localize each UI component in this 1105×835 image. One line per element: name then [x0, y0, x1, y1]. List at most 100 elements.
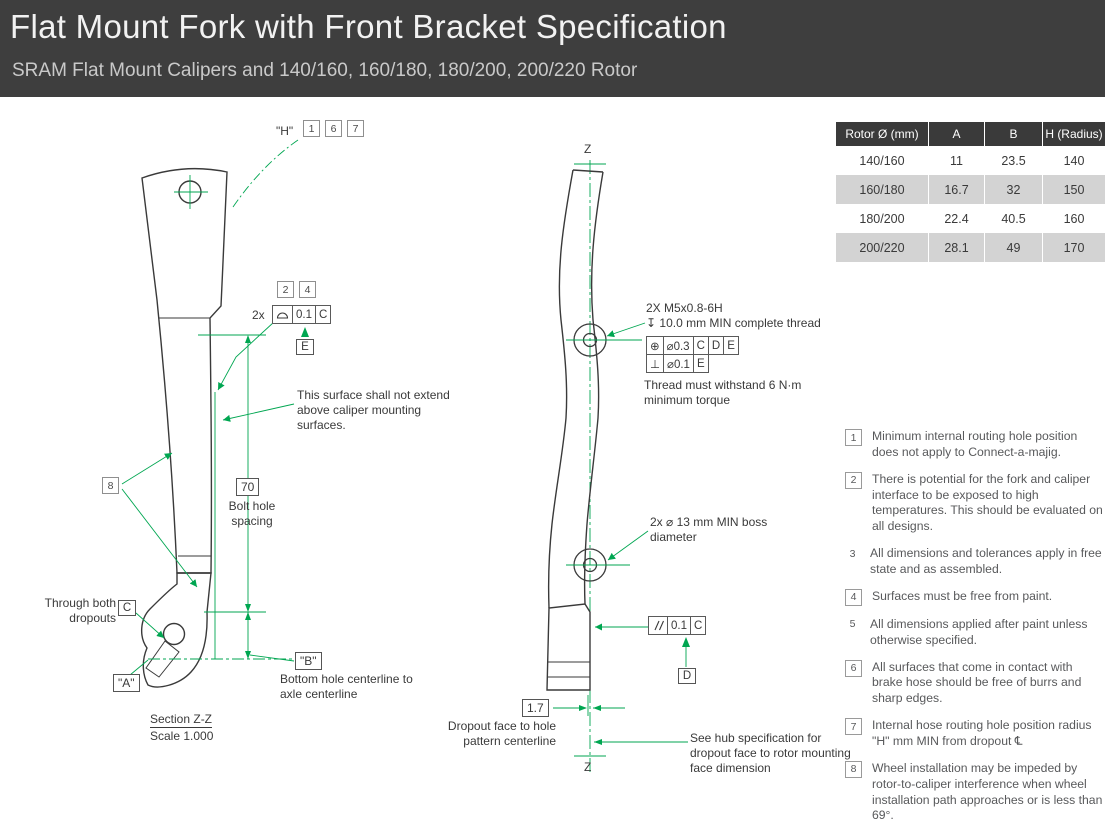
fcf-perpendicularity: ⊥ ⌀0.1 E — [646, 354, 709, 373]
table-row: 140/160 11 23.5 140 — [836, 146, 1105, 175]
datum-a-box: "A" — [113, 674, 140, 692]
boss-note: 2x ⌀ 13 mm MIN boss diameter — [650, 515, 768, 545]
note-item: 4 Surfaces must be free from paint. — [845, 588, 1105, 606]
note-text: Internal hose routing hole position radi… — [872, 718, 1092, 749]
side-fork-view — [546, 160, 607, 772]
bolt-spacing-label: Bolt hole spacing — [228, 499, 276, 529]
note-flag-1: 1 — [303, 120, 320, 137]
datum-b-label: Bottom hole centerline to axle centerlin… — [280, 672, 413, 702]
fcf-position: ⊕ ⌀0.3 C D E — [646, 336, 739, 355]
datum-c: C — [118, 600, 136, 616]
dropout-face-dim: 1.7 — [522, 699, 549, 717]
rotor-table-header-b: B — [985, 122, 1043, 146]
table-cell: 160 — [1063, 211, 1085, 226]
table-cell: 28.1 — [929, 233, 985, 262]
parallelism-symbol — [649, 617, 668, 634]
note-item: 5 All dimensions applied after paint unl… — [845, 617, 1105, 649]
note-text: All surfaces that come in contact with b… — [872, 659, 1082, 706]
note-flag-6: 6 — [325, 120, 342, 137]
table-cell: 180/200 — [836, 204, 929, 233]
section-label: Section Z-Z — [150, 712, 213, 728]
note-text: All dimensions and tolerances apply in f… — [870, 546, 1102, 577]
table-cell: 40.5 — [985, 204, 1043, 233]
dropout-face-dim-label: Dropout face to hole pattern centerline — [447, 719, 556, 749]
note-item: 1 Minimum internal routing hole position… — [845, 429, 1105, 461]
section-z-bottom: Z — [584, 760, 592, 774]
fcf-position-datum-c: C — [694, 337, 709, 354]
left-fork-section-view — [141, 167, 228, 688]
fcf-position-datum-d: D — [709, 337, 725, 354]
hub-spec-note: See hub specification for dropout face t… — [690, 731, 851, 776]
table-cell: 16.7 — [929, 175, 985, 204]
through-dropouts-label: Through both dropouts — [44, 596, 116, 626]
thread-callout-line2: ↧ 10.0 mm MIN complete thread — [646, 316, 821, 330]
torque-note: Thread must withstand 6 N·m minimum torq… — [644, 378, 802, 408]
note-item: 6 All surfaces that come in contact with… — [845, 659, 1105, 708]
perpendicularity-symbol: ⊥ — [647, 355, 665, 372]
fork-blade-section — [141, 167, 228, 574]
notes-list: 1 Minimum internal routing hole position… — [845, 429, 1105, 835]
table-cell: 200/220 — [836, 233, 929, 262]
fcf-parallelism-tolerance: 0.1 — [668, 617, 691, 634]
datum-b-box: "B" — [295, 652, 322, 670]
datum-d: D — [678, 668, 696, 684]
table-cell: 150 — [1063, 182, 1085, 197]
table-row: 180/200 22.4 40.5 160 — [836, 204, 1105, 233]
surface-note: This surface shall not extend above cali… — [297, 388, 450, 433]
note-number: 2 — [845, 471, 862, 489]
fcf-parallelism-datum: C — [694, 619, 703, 632]
note-number: 7 — [845, 718, 862, 736]
rotor-table-header-h: H (Radius) — [1045, 127, 1103, 141]
dropout-section — [141, 572, 212, 688]
table-cell: 140 — [1063, 153, 1085, 168]
datum-e: E — [296, 339, 314, 355]
flag-group-24: 2 4 — [277, 281, 316, 298]
page-title: Flat Mount Fork with Front Bracket Speci… — [10, 8, 727, 45]
table-row: 160/180 16.7 32 150 — [836, 175, 1105, 204]
bolt-spacing-dim: 70 — [236, 478, 260, 496]
fcf-profile-datum: C — [319, 308, 328, 321]
note-number: 8 — [845, 760, 862, 778]
note-number: 5 — [849, 618, 856, 631]
scale-label: Scale 1.000 — [150, 729, 214, 743]
rotor-table: Rotor Ø (mm) A B H (Radius) 140/160 11 2… — [836, 122, 1105, 262]
section-z-top: Z — [584, 142, 592, 156]
note-number: 4 — [845, 588, 862, 606]
table-cell: 11 — [929, 146, 985, 175]
page-header: Flat Mount Fork with Front Bracket Speci… — [0, 0, 1105, 97]
note-flag-8: 8 — [102, 477, 119, 494]
note-flag-2: 2 — [277, 281, 294, 298]
fcf-perp-tolerance: ⌀0.1 — [664, 355, 694, 372]
fcf-profile: 0.1 C — [272, 305, 332, 324]
note-item: 3 All dimensions and tolerances apply in… — [845, 546, 1105, 578]
fcf-position-tolerance: ⌀0.3 — [664, 337, 694, 354]
rotor-table-header-a: A — [929, 122, 985, 146]
fcf-parallelism: 0.1 C — [648, 616, 707, 635]
flag-group-167: 1 6 7 — [303, 120, 364, 137]
dropout-block — [546, 603, 591, 691]
table-cell: 49 — [985, 233, 1043, 262]
table-row: 200/220 28.1 49 170 — [836, 233, 1105, 262]
note-item: 2 There is potential for the fork and ca… — [845, 471, 1105, 535]
note-text: Minimum internal routing hole position d… — [872, 429, 1078, 459]
fcf-profile-tolerance: 0.1 — [293, 306, 316, 323]
note-text: Wheel installation may be impeded by rot… — [872, 760, 1103, 823]
page-subtitle: SRAM Flat Mount Calipers and 140/160, 16… — [12, 60, 638, 81]
note-item: 8 Wheel installation may be impeded by r… — [845, 760, 1105, 824]
fcf-perp-datum-e: E — [696, 357, 705, 370]
note-number: 1 — [845, 429, 862, 446]
note-number: 3 — [849, 547, 856, 560]
profile-of-surface-symbol — [273, 306, 293, 323]
table-cell: 140/160 — [836, 146, 929, 175]
note-number: 6 — [845, 659, 862, 677]
flag-group-8: 8 — [102, 477, 119, 494]
note-flag-7: 7 — [347, 120, 364, 137]
fcf-position-datum-e: E — [727, 339, 735, 352]
note-item: 7 Internal hose routing hole position ra… — [845, 718, 1105, 750]
note-flag-4: 4 — [299, 281, 316, 298]
drawing-canvas — [121, 139, 690, 772]
left-view-annotations — [121, 139, 320, 676]
rotor-table-header-rotor: Rotor Ø (mm) — [836, 122, 929, 146]
position-symbol: ⊕ — [647, 337, 664, 354]
table-cell: 160/180 — [836, 175, 929, 204]
